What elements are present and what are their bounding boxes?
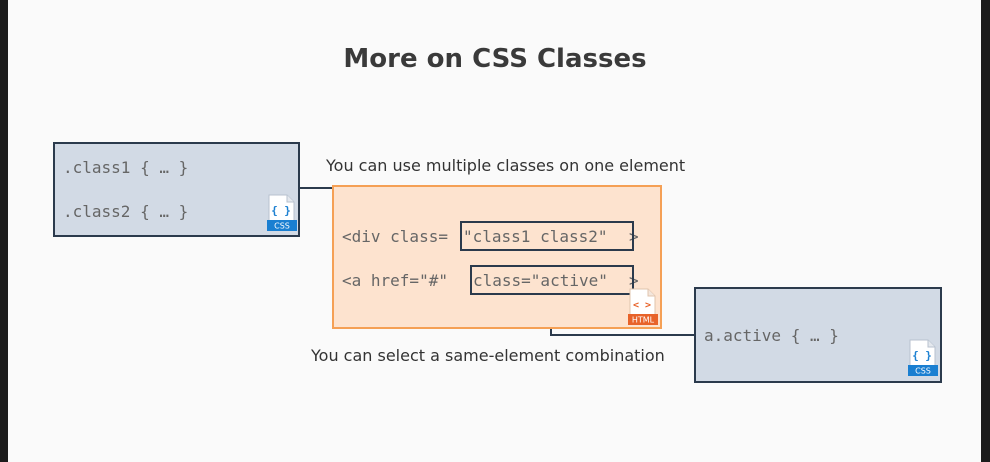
svg-text:< >: < > [633,300,651,311]
css-icon-label-2: CSS [915,367,931,376]
css-box-classes: .class1 { … } .class2 { … } { } CSS [53,142,300,237]
html-line-div-classes: "class1 class2" [463,227,608,246]
html-box-markup: <div class= "class1 class2" > <a href="#… [332,185,662,329]
css-file-icon-2: { } CSS [908,339,938,376]
slide-title: More on CSS Classes [343,44,647,74]
caption-multiple-classes: You can use multiple classes on one elem… [326,156,686,175]
css-box-combination: a.active { … } { } CSS [694,287,942,383]
svg-text:{ }: { } [271,204,291,217]
css-icon-label: CSS [274,222,290,231]
html-file-icon: < > HTML [628,288,658,325]
css-rule-class2: .class2 { … } [63,202,189,221]
html-line-anchor-prefix: <a href="#" [342,271,458,290]
caption-combination: You can select a same-element combinatio… [311,346,665,365]
css-file-icon: { } CSS [267,194,297,231]
svg-text:{ }: { } [912,349,932,362]
html-line-div-prefix: <div class= [342,227,448,246]
highlight-class1-class2 [460,221,634,251]
html-line-anchor-class: class="active" [473,271,608,290]
html-icon-label: HTML [632,316,655,325]
css-rule-class1: .class1 { … } [63,158,189,177]
css-rule-a-active: a.active { … } [704,326,839,345]
highlight-class-active [470,265,634,295]
